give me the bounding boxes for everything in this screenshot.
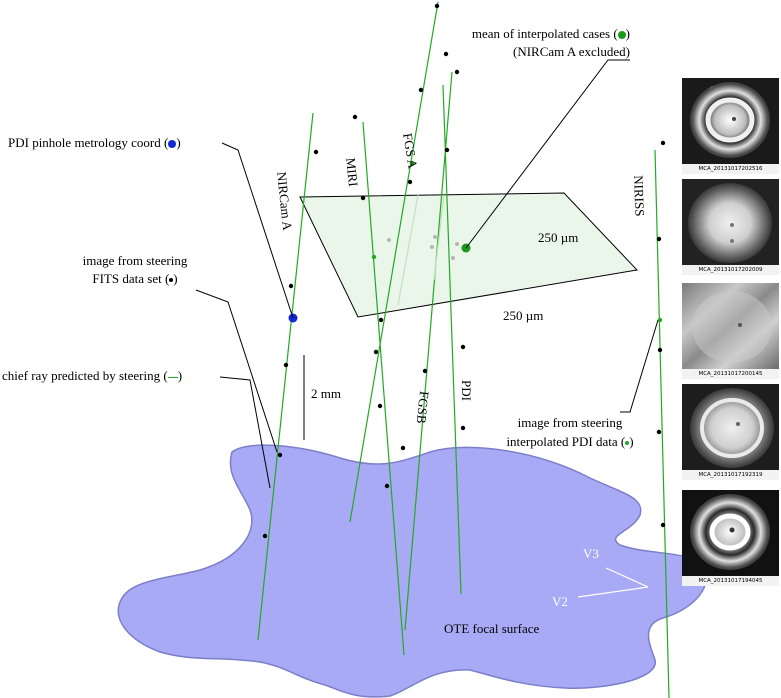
fits-point [352,114,358,120]
chief-ray-miri [362,121,405,656]
pinhole-image [682,384,779,470]
thumbnail-4: MCA_20131017192319 [682,384,779,480]
fits-point [460,425,466,431]
thumbnail-caption: MCA_20131017200145 [682,369,779,379]
label-250um-bottom: 250 µm [503,308,544,323]
fits-point [444,147,450,153]
fits-point [378,317,384,323]
label-v3: V3 [583,546,599,561]
chief-ray-niriss [654,149,670,698]
chief-ray-pdi [442,84,462,595]
fits-point [418,87,424,93]
fits-point [660,140,666,146]
leader-mean [465,59,630,249]
thumbnail-2: MCA_20131017202009 [682,179,779,275]
chief-rays [257,1,670,698]
label-250um-right: 250 µm [538,230,579,245]
fits-point [360,195,366,201]
chief-ray-nircam-a [257,112,314,641]
label-fits-line1: image from steering [82,253,188,268]
label-v2: V2 [552,594,568,609]
label-interp-line2: interpolated PDI data () [506,434,634,449]
label-chief-ray: chief ray predicted by steering () [2,368,183,383]
chief-ray-plane-segments [397,194,445,306]
fits-points [262,3,666,539]
fits-point [313,149,319,155]
label-fits-line2: FITS data set () [92,271,178,286]
label-fgsb: FGSB [413,390,432,425]
fits-point [384,483,390,489]
v2-v3-axes [577,567,649,598]
ote-focal-surface [117,444,708,698]
label-pdi: PDI [459,380,474,401]
fits-point [422,368,428,374]
interp-legend-dot [625,441,630,446]
interpolated-point [371,254,377,260]
fits-point [262,533,268,539]
mean-legend-dot [617,31,626,40]
pinhole-image [682,78,779,164]
interpolated-point [657,317,663,323]
thumbnail-1: MCA_20131017202516 [682,78,779,174]
pinhole-image [682,179,779,265]
chief-ray-fgsb [404,71,453,631]
fits-point [434,3,440,9]
label-mean-interpolated: mean of interpolated cases () [471,26,630,41]
fits-point [288,283,294,289]
detector-plane [299,192,639,318]
fits-legend-dot [169,278,174,283]
fits-point [660,522,666,528]
pinhole-image [682,490,779,576]
label-interp-line1: image from steering [517,415,623,430]
fits-point [277,452,283,458]
fits-point [443,51,449,57]
fits-point [407,179,413,185]
label-mean-excluded: (NIRCam A excluded) [513,44,630,59]
fits-point [656,429,662,435]
leader-lines [195,59,659,489]
interpolated-point [409,160,415,166]
thumbnail-caption: MCA_20131017194045 [682,576,779,586]
label-focal-surface: OTE focal surface [444,621,540,636]
label-miri: MIRI [343,157,362,188]
leader-fits [195,289,278,453]
fits-point [656,236,662,242]
fits-point [460,344,466,350]
label-2mm: 2 mm [311,386,341,401]
pdi-legend-dot [168,140,177,149]
thumbnail-3: MCA_20131017200145 [682,283,779,379]
label-mean-line1: mean of interpolated cases ( [471,26,618,41]
thumbnail-caption: MCA_20131017202516 [682,164,779,174]
fits-point [454,69,460,75]
leader-pdi-pinhole [221,142,294,319]
thumbnail-caption: MCA_20131017192319 [682,470,779,480]
interpolated-points [371,160,663,323]
thumbnail-5: MCA_20131017194045 [682,490,779,586]
leader-chief-ray [219,376,271,489]
fits-point [400,445,406,451]
leader-interp [620,319,659,413]
chief-ray-fgs-a [349,1,439,523]
fits-point [377,403,383,409]
fits-point [657,347,663,353]
fits-point [283,362,289,368]
plane-projection-points [387,235,459,260]
chief-ray-legend-line [167,376,178,378]
pinhole-image [682,283,779,369]
label-niriss: NIRISS [631,175,648,217]
label-pdi-pinhole: PDI pinhole metrology coord () [8,135,181,150]
fits-point [373,349,379,355]
thumbnail-caption: MCA_20131017202009 [682,265,779,275]
